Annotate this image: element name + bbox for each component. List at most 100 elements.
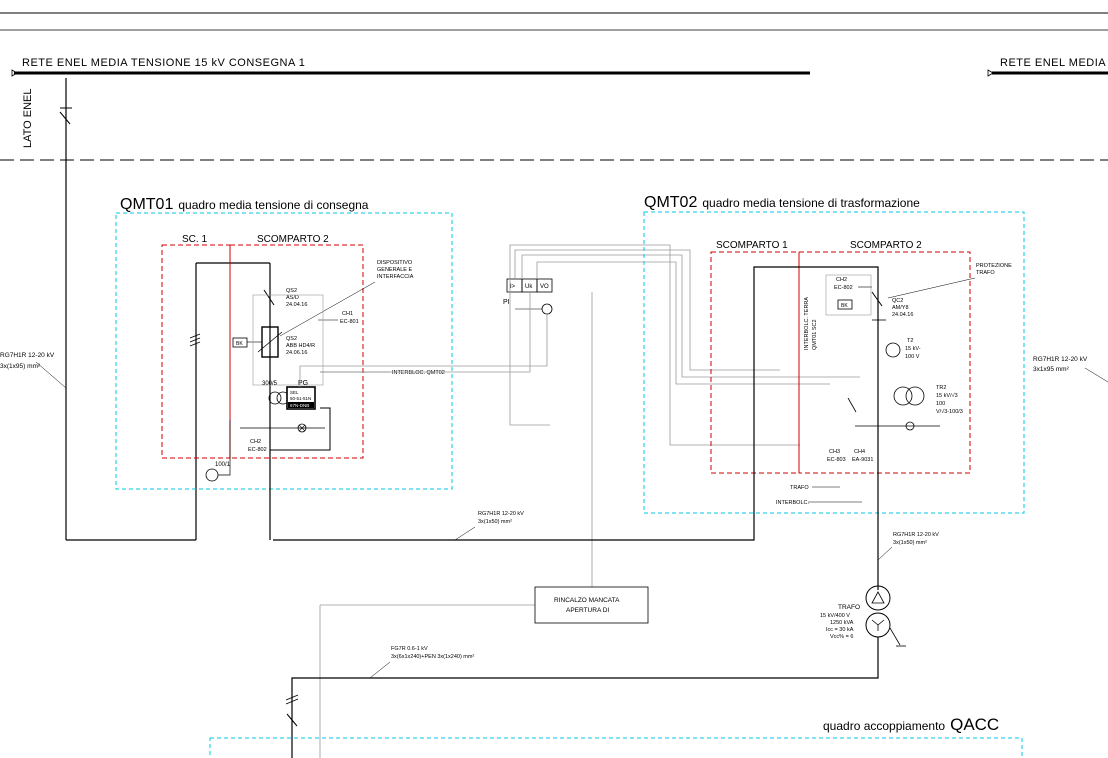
dispositivo-l3: INTERFACCIA	[377, 274, 414, 280]
feeder-hatch2	[189, 337, 201, 343]
pg-label: PG	[298, 380, 308, 387]
qmt02-sc2-label: SCOMPARTO 2	[850, 240, 922, 251]
feeder-switch	[59, 111, 71, 125]
qmt02-sc1-label: SCOMPARTO 1	[716, 240, 788, 251]
rincalzo-l2: APERTURA DI	[566, 607, 609, 614]
ch1-l2: EC-801	[340, 319, 359, 325]
tr2-l1: TR2	[936, 385, 946, 391]
qc2-l2: AM/Y8	[892, 305, 909, 311]
rincalzo-l1: RINCALZO MANCATA	[554, 597, 620, 604]
q2-bk-box	[837, 299, 853, 310]
q2-ch2-l1: CH2	[836, 277, 847, 283]
cable-trafo-leader	[877, 546, 893, 561]
qmt02-frame	[643, 211, 1025, 514]
pg-box-l3: 67N-DNB	[290, 403, 309, 408]
pi-label: PI	[503, 299, 510, 306]
protezione-l2: TRAFO	[976, 270, 995, 276]
protezione-leader	[887, 277, 976, 299]
cable-right-l1: RG7H1R 12-20 kV	[1033, 356, 1088, 363]
interbolc-vert-l1: INTERBOLC. TERRA	[804, 297, 810, 350]
qs2-l1: QS2	[286, 288, 297, 294]
relay-cell-3	[536, 278, 553, 293]
bk-box	[232, 337, 248, 348]
cable-trafo-l2: 3x(1x50) mm²	[893, 540, 927, 546]
pg-box-l1: SEL	[290, 390, 299, 395]
ch4-l2: EA-9031	[852, 457, 873, 463]
t2-circle	[885, 342, 901, 358]
qacc-frame	[209, 737, 1023, 758]
lv-output	[291, 637, 879, 758]
ch4-l1: CH4	[854, 449, 865, 455]
q2-bk-label: BK	[841, 303, 848, 309]
cable-left-l1: RG7H1R 12-20 kV	[0, 352, 55, 359]
cable-mid-l2: 3x(1x50) mm²	[478, 519, 512, 525]
q2-ch2-l2: EC-802	[834, 285, 853, 291]
cable-right-l2: 3x1x95 mm²	[1033, 366, 1070, 373]
qmt01-return	[270, 407, 331, 451]
qs2-arrow	[257, 331, 283, 353]
ch2-l1: CH2	[250, 439, 261, 445]
qmt02-sc2-frame	[798, 251, 971, 474]
qc2-l1: QC2	[892, 298, 903, 304]
cable-mid-leader	[454, 526, 476, 541]
ch3-l1: CH3	[829, 449, 840, 455]
bus-arrow-right	[987, 69, 994, 77]
qs2-l3: 24.04.16	[286, 302, 307, 308]
cable-mid-l1: RG7H1R 12-20 kV	[478, 511, 524, 517]
bus-arrow-left	[11, 69, 18, 77]
qmt01-frame	[115, 212, 453, 490]
pi-symbol	[541, 303, 553, 315]
dispositivo-l1: DISPOSITIVO	[377, 260, 413, 266]
bk-label: BK	[236, 341, 243, 347]
qs2b-l1: QS2	[286, 336, 297, 342]
feeder-hatch3	[189, 341, 201, 347]
ch1-l1: CH1	[342, 311, 353, 317]
trafo-l5: Vcc% = 6	[830, 634, 853, 640]
cable-lv-l1: FG7R 0.6-1 kV	[391, 646, 428, 652]
cable-right-leader	[1084, 367, 1108, 383]
protezione-l1: PROTEZIONE	[976, 263, 1012, 269]
lamp-x2	[298, 424, 306, 432]
trafo-delta	[871, 591, 885, 604]
trafo-l2: 15 kV/400 V	[820, 613, 850, 619]
q2-lamp	[905, 421, 915, 431]
qmt01-grey-route1	[252, 294, 324, 386]
cable-left-l2: 3x(1x95) mm²	[0, 363, 41, 370]
trafo-l3: 1250 kVA	[830, 620, 854, 626]
pg-box-l2: 50-51-51N	[290, 396, 311, 401]
trafo-l4: Icc = 30 kA	[826, 627, 854, 633]
pg-box-fill	[288, 402, 314, 408]
cable-lv-leader	[369, 661, 391, 679]
ratio-100: 100/1	[215, 462, 231, 468]
tr2-circle-1	[893, 386, 913, 406]
qs2-l2: AS/D	[286, 295, 299, 301]
lv-hatch1	[285, 694, 299, 701]
tr2-l4: V/√3-100/3	[936, 408, 963, 415]
q2-switch	[847, 397, 857, 413]
lato-enel-label: LATO ENEL	[22, 88, 34, 148]
ch3-l2: EC-803	[827, 457, 846, 463]
qmt02-main	[273, 266, 879, 541]
qmt01-sc1-frame	[161, 244, 231, 459]
qs2-blade	[263, 289, 275, 306]
relay-cell-3-label: VO	[540, 284, 549, 290]
cable-lv-l2: 3x(6x1x240)+PEN 3x(1x240) mm²	[391, 654, 474, 660]
cable-left-leader	[35, 361, 67, 389]
trafo-l1: TRAFO	[838, 604, 860, 611]
qmt02-sc1-frame	[710, 251, 800, 474]
relay-cell-1-label: I>	[510, 284, 516, 290]
t2-l1: T2	[907, 338, 913, 344]
tr2-circle-2	[905, 386, 925, 406]
network-label-left: RETE ENEL MEDIA TENSIONE 15 kV CONSEGNA …	[22, 57, 305, 69]
interbolc-label: INTERBOLC.	[776, 500, 809, 506]
feeder-hatch1	[189, 333, 201, 339]
lamp-symbol	[297, 423, 307, 433]
grey-routes	[299, 244, 860, 758]
lv-switch	[286, 713, 298, 727]
rincalzo-box	[534, 586, 649, 624]
t2-l2: 15 kV-	[905, 346, 921, 352]
qc2-l3: 24.04.16	[892, 312, 913, 318]
